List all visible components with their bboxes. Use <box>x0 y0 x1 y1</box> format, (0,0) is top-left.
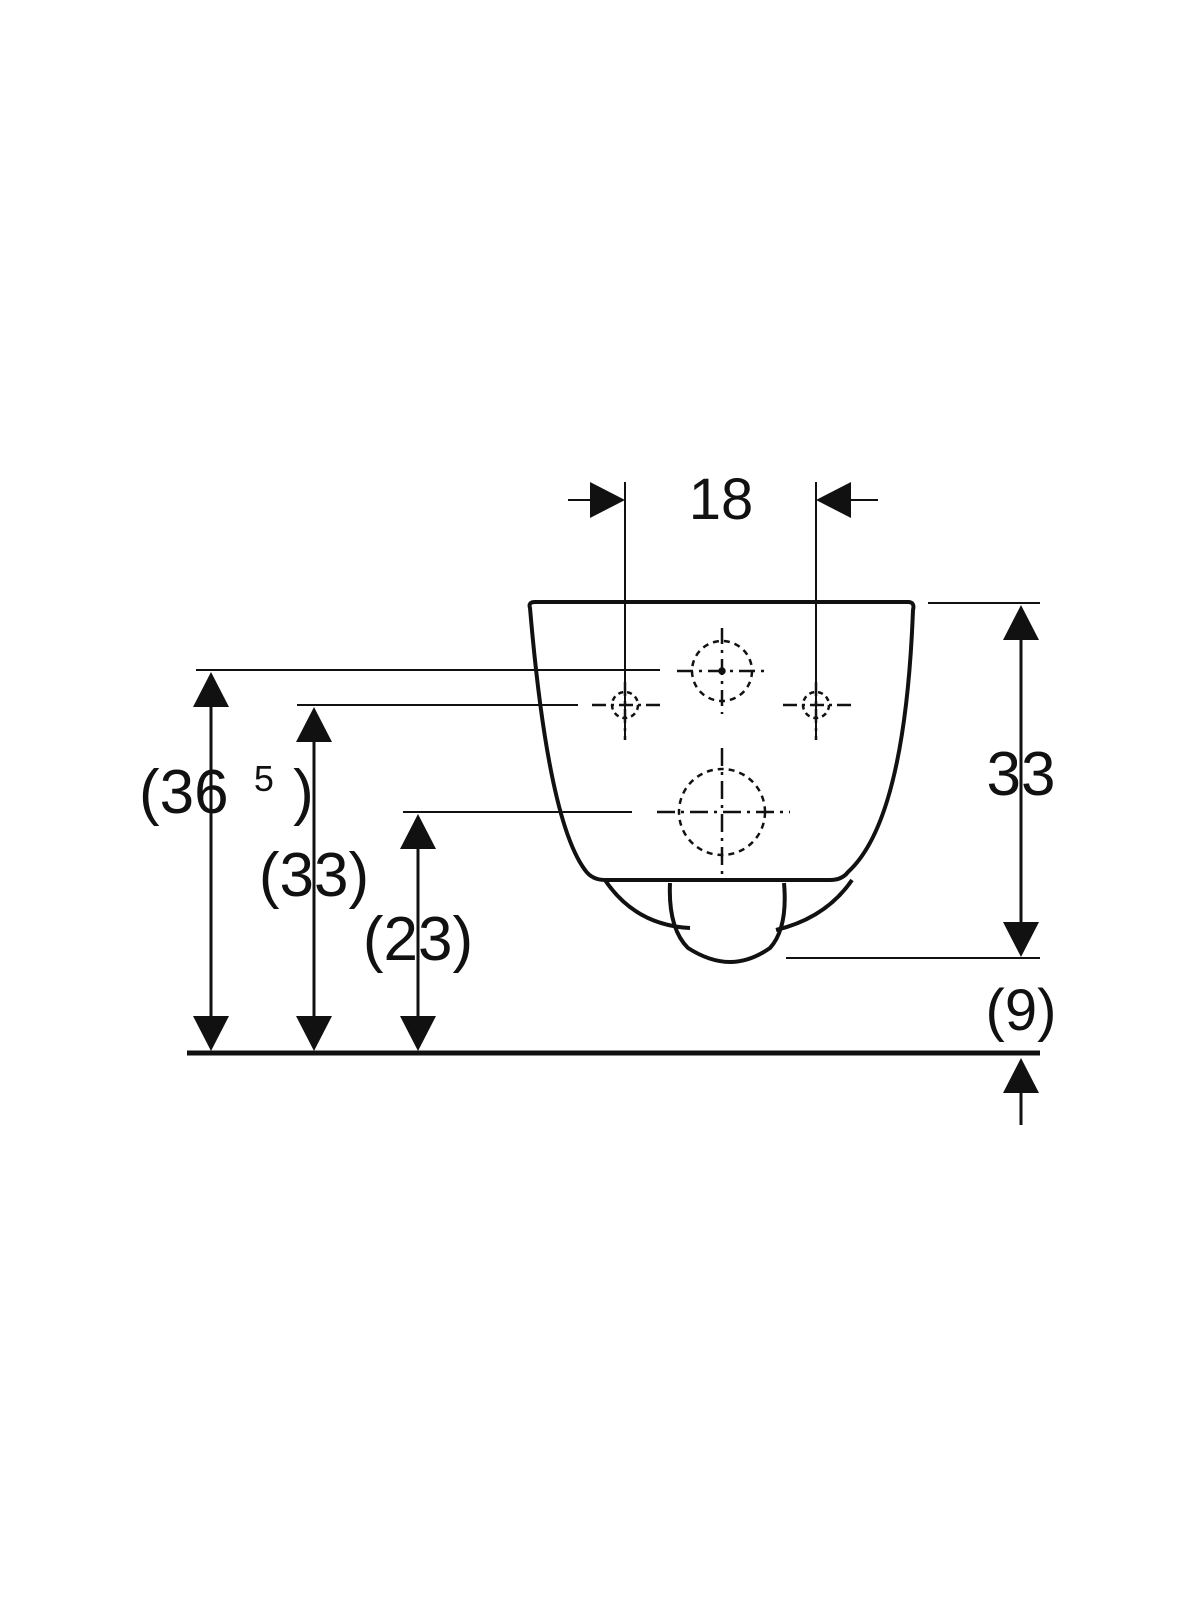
label-left-inner: (23) <box>363 905 473 974</box>
label-left-outer-superscript: 5 <box>254 758 274 799</box>
right-dimension-arrow <box>1003 605 1039 957</box>
left-outer-dimension-arrow <box>193 672 229 1051</box>
label-left-outer-main: (36 <box>139 758 229 827</box>
label-left-outer: (36 5 ) <box>139 736 314 827</box>
label-right-bottom: (9) <box>986 978 1057 1043</box>
upper-center-hole <box>677 628 767 714</box>
toilet-body <box>527 600 916 965</box>
right-small-hole <box>783 682 852 740</box>
label-right-height: 33 <box>987 740 1056 809</box>
right-bottom-arrow <box>1003 1058 1039 1125</box>
label-left-middle: (33) <box>259 841 369 910</box>
top-dimension-arrows <box>568 482 878 518</box>
label-top-spacing: 18 <box>689 467 754 532</box>
label-left-outer-close: ) <box>293 758 314 827</box>
left-middle-dimension-arrow <box>296 707 332 1051</box>
extension-lines <box>196 482 1040 959</box>
left-inner-dimension-arrow <box>400 814 436 1051</box>
lower-outlet-hole <box>657 748 790 878</box>
